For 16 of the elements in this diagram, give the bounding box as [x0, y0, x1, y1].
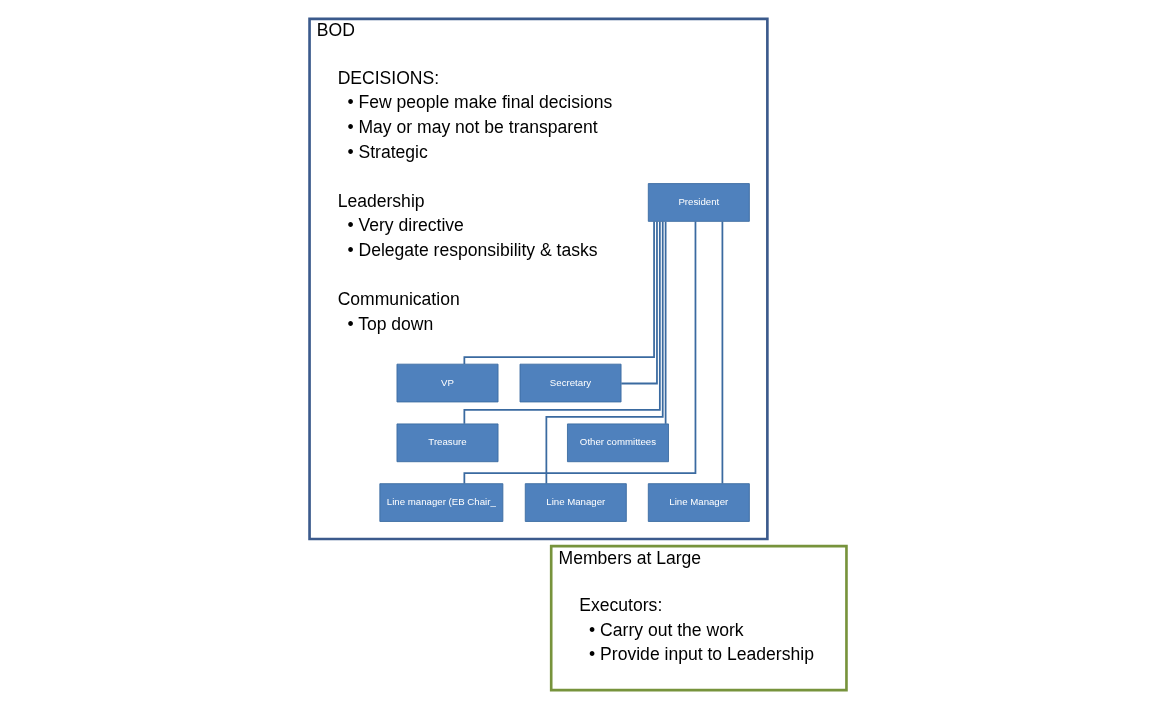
connector: [463, 220, 661, 425]
node-box: Line Manager: [524, 483, 627, 522]
node-box: VP: [396, 363, 499, 403]
connector: [620, 220, 658, 385]
node-box: Secretary: [519, 363, 622, 403]
node-box: President: [647, 183, 750, 222]
node-box: Other committees: [567, 423, 669, 463]
node-box: Line Manager: [647, 483, 750, 522]
connector: [463, 220, 655, 365]
connector: [664, 220, 667, 425]
node-box: Line manager (EB Chair_: [379, 483, 504, 522]
connector: [721, 220, 724, 485]
connector: [463, 220, 697, 485]
connector: [545, 220, 664, 485]
node-box: Treasure: [396, 423, 499, 463]
node-box: Members at Large Executors: • Carry out the work • Provide input to Leadership: [549, 544, 848, 692]
